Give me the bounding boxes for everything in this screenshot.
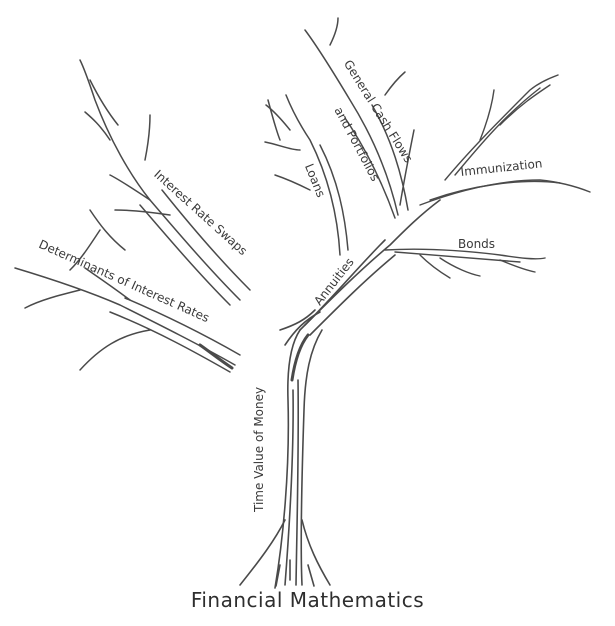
general-cash-flows-branch [304,17,415,219]
label-time-value-of-money: Time Value of Money [252,386,266,512]
determinants-branch [14,209,241,373]
bonds-branch [384,248,546,279]
trunk [239,329,331,589]
diagram-caption: Financial Mathematics [190,588,425,612]
main-limb [279,199,441,346]
immunization-branch [419,74,591,206]
interest-rate-swaps-branch [79,59,251,306]
loans-branch [264,94,349,256]
label-bonds: Bonds [458,237,496,251]
